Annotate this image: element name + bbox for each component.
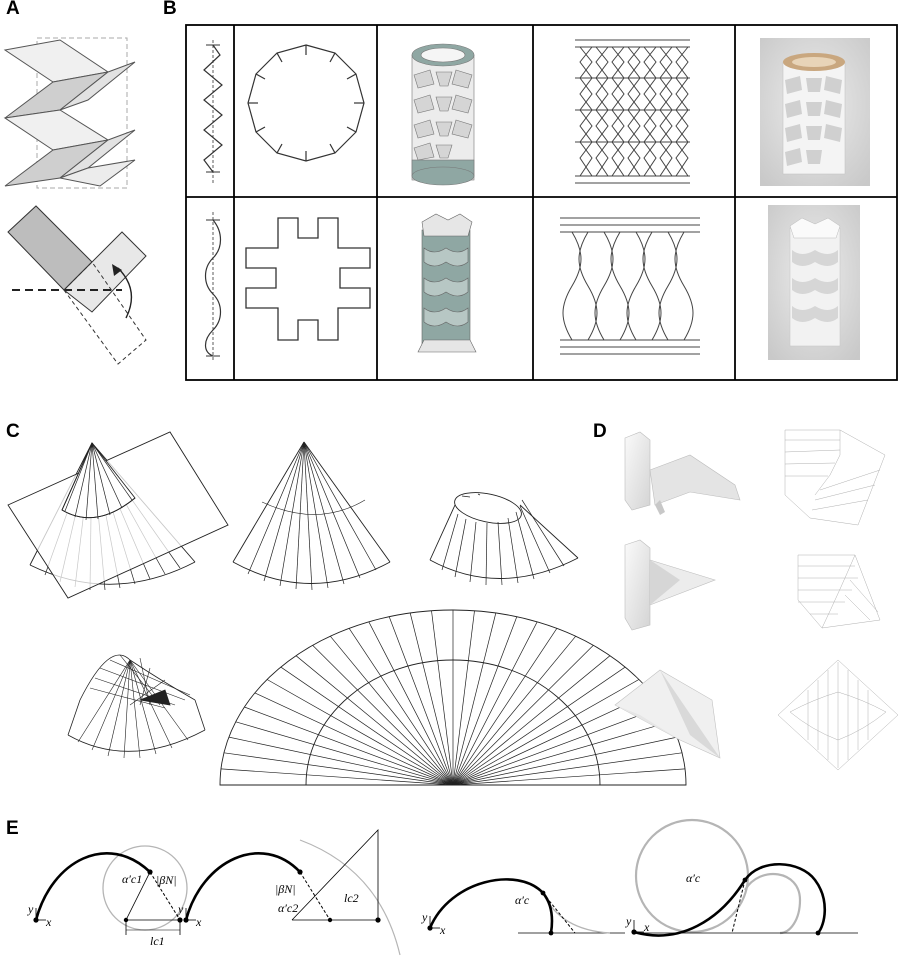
semicircle-ray: [388, 616, 454, 786]
panel-label-e: E: [6, 818, 19, 839]
e3-y-label: y: [421, 910, 428, 924]
panel-e-curve-4: [631, 818, 858, 937]
semicircle-ray: [368, 621, 454, 786]
e2-x-label: x: [195, 915, 202, 929]
panel-b-grid: [185, 24, 898, 381]
panel-d-render-2: [624, 539, 716, 631]
semicircle-ray: [280, 666, 454, 786]
panel-label-d: D: [593, 421, 607, 442]
panel-d-render-3: [614, 669, 721, 759]
panel-a-strip-fold: [7, 205, 147, 365]
semicircle-ray: [223, 752, 454, 786]
semicircle-ray: [228, 736, 454, 786]
semicircle-ray: [452, 621, 538, 786]
panel-b-photo-wave-model: [768, 205, 860, 360]
panel-label-b: B: [163, 0, 177, 19]
panel-c-twisted-cone: [67, 654, 206, 759]
semicircle-ray: [452, 721, 671, 786]
e1-x-label: x: [45, 915, 52, 929]
panel-a-zigzag-fold: [3, 37, 136, 189]
semicircle-ray: [452, 628, 558, 786]
panel-b-crease-pattern-wave: [560, 217, 700, 355]
e4-y-label: y: [625, 914, 632, 928]
semicircle-ray: [452, 752, 683, 786]
panel-d-pattern-1: [784, 429, 886, 526]
panel-c-cone-with-plane: [7, 431, 229, 599]
e1-beta-n: |βN|: [156, 873, 177, 887]
panel-c-truncated-cone: [429, 492, 579, 586]
semicircle-ray: [330, 635, 454, 786]
panel-e-axes-4: [633, 920, 644, 933]
semicircle-ray: [235, 721, 454, 786]
semicircle-ray: [348, 628, 454, 786]
e4-x-label: x: [643, 920, 650, 934]
e2-alpha-c2: α′c2: [278, 901, 298, 915]
semicircle-ray: [244, 706, 454, 786]
semicircle-ray: [452, 768, 686, 786]
semicircle-ray: [452, 610, 475, 786]
e2-l-c2: lc2: [344, 891, 359, 905]
e3-alpha-c: α′c: [515, 893, 530, 907]
panel-b-3d-cylinder-wave: [417, 213, 477, 353]
panel-e-axes-3: [429, 916, 440, 929]
panel-e-axes-1: [35, 908, 46, 921]
e4-alpha-c: α′c: [686, 871, 701, 885]
e2-beta-n: |βN|: [275, 882, 296, 896]
panel-c-cone: [232, 441, 391, 591]
panel-b-profile-wave: [204, 212, 222, 362]
semicircle-ray: [220, 768, 454, 786]
semicircle-ray: [452, 736, 678, 786]
panel-d-render-1: [610, 430, 750, 530]
semicircle-ray: [452, 635, 576, 786]
semicircle-ray: [409, 612, 454, 786]
e1-l-c1: lc1: [150, 934, 165, 948]
panel-b-polygon-section: [247, 44, 365, 162]
e2-y-label: y: [177, 902, 184, 916]
panel-label-c: C: [6, 421, 20, 442]
panel-d-pattern-3: [777, 659, 899, 771]
e1-y-label: y: [27, 902, 34, 916]
semicircle-ray: [452, 692, 652, 786]
semicircle-ray: [452, 612, 497, 786]
panel-b-3d-cylinder-zigzag: [411, 43, 475, 186]
semicircle-ray: [295, 655, 454, 786]
panel-e-axes-2: [185, 908, 196, 921]
panel-b-crease-pattern-zigzag: [575, 39, 690, 184]
semicircle-ray: [266, 679, 454, 786]
panel-d-pattern-2: [797, 554, 881, 629]
semicircle-ray: [312, 645, 454, 786]
panel-b-cross-section: [245, 217, 371, 341]
panel-b-profile-zigzag: [203, 40, 223, 185]
semicircle-ray: [431, 610, 454, 786]
semicircle-ray: [452, 645, 594, 786]
panel-e-curve-1: [33, 845, 188, 935]
e3-x-label: x: [439, 923, 446, 937]
semicircle-ray: [452, 706, 662, 786]
panel-b-photo-zigzag-model: [760, 38, 870, 186]
semicircle-ray: [254, 692, 454, 786]
semicircle-ray: [452, 655, 611, 786]
panel-e-curve-2: [183, 829, 401, 956]
semicircle-ray: [452, 666, 626, 786]
semicircle-ray: [452, 679, 640, 786]
panel-label-a: A: [6, 0, 20, 19]
panel-e-curve-3: [427, 878, 625, 936]
e1-alpha-c1: α′c1: [122, 872, 142, 886]
panel-c-semicircle-development: [219, 609, 687, 786]
semicircle-ray: [452, 616, 518, 786]
